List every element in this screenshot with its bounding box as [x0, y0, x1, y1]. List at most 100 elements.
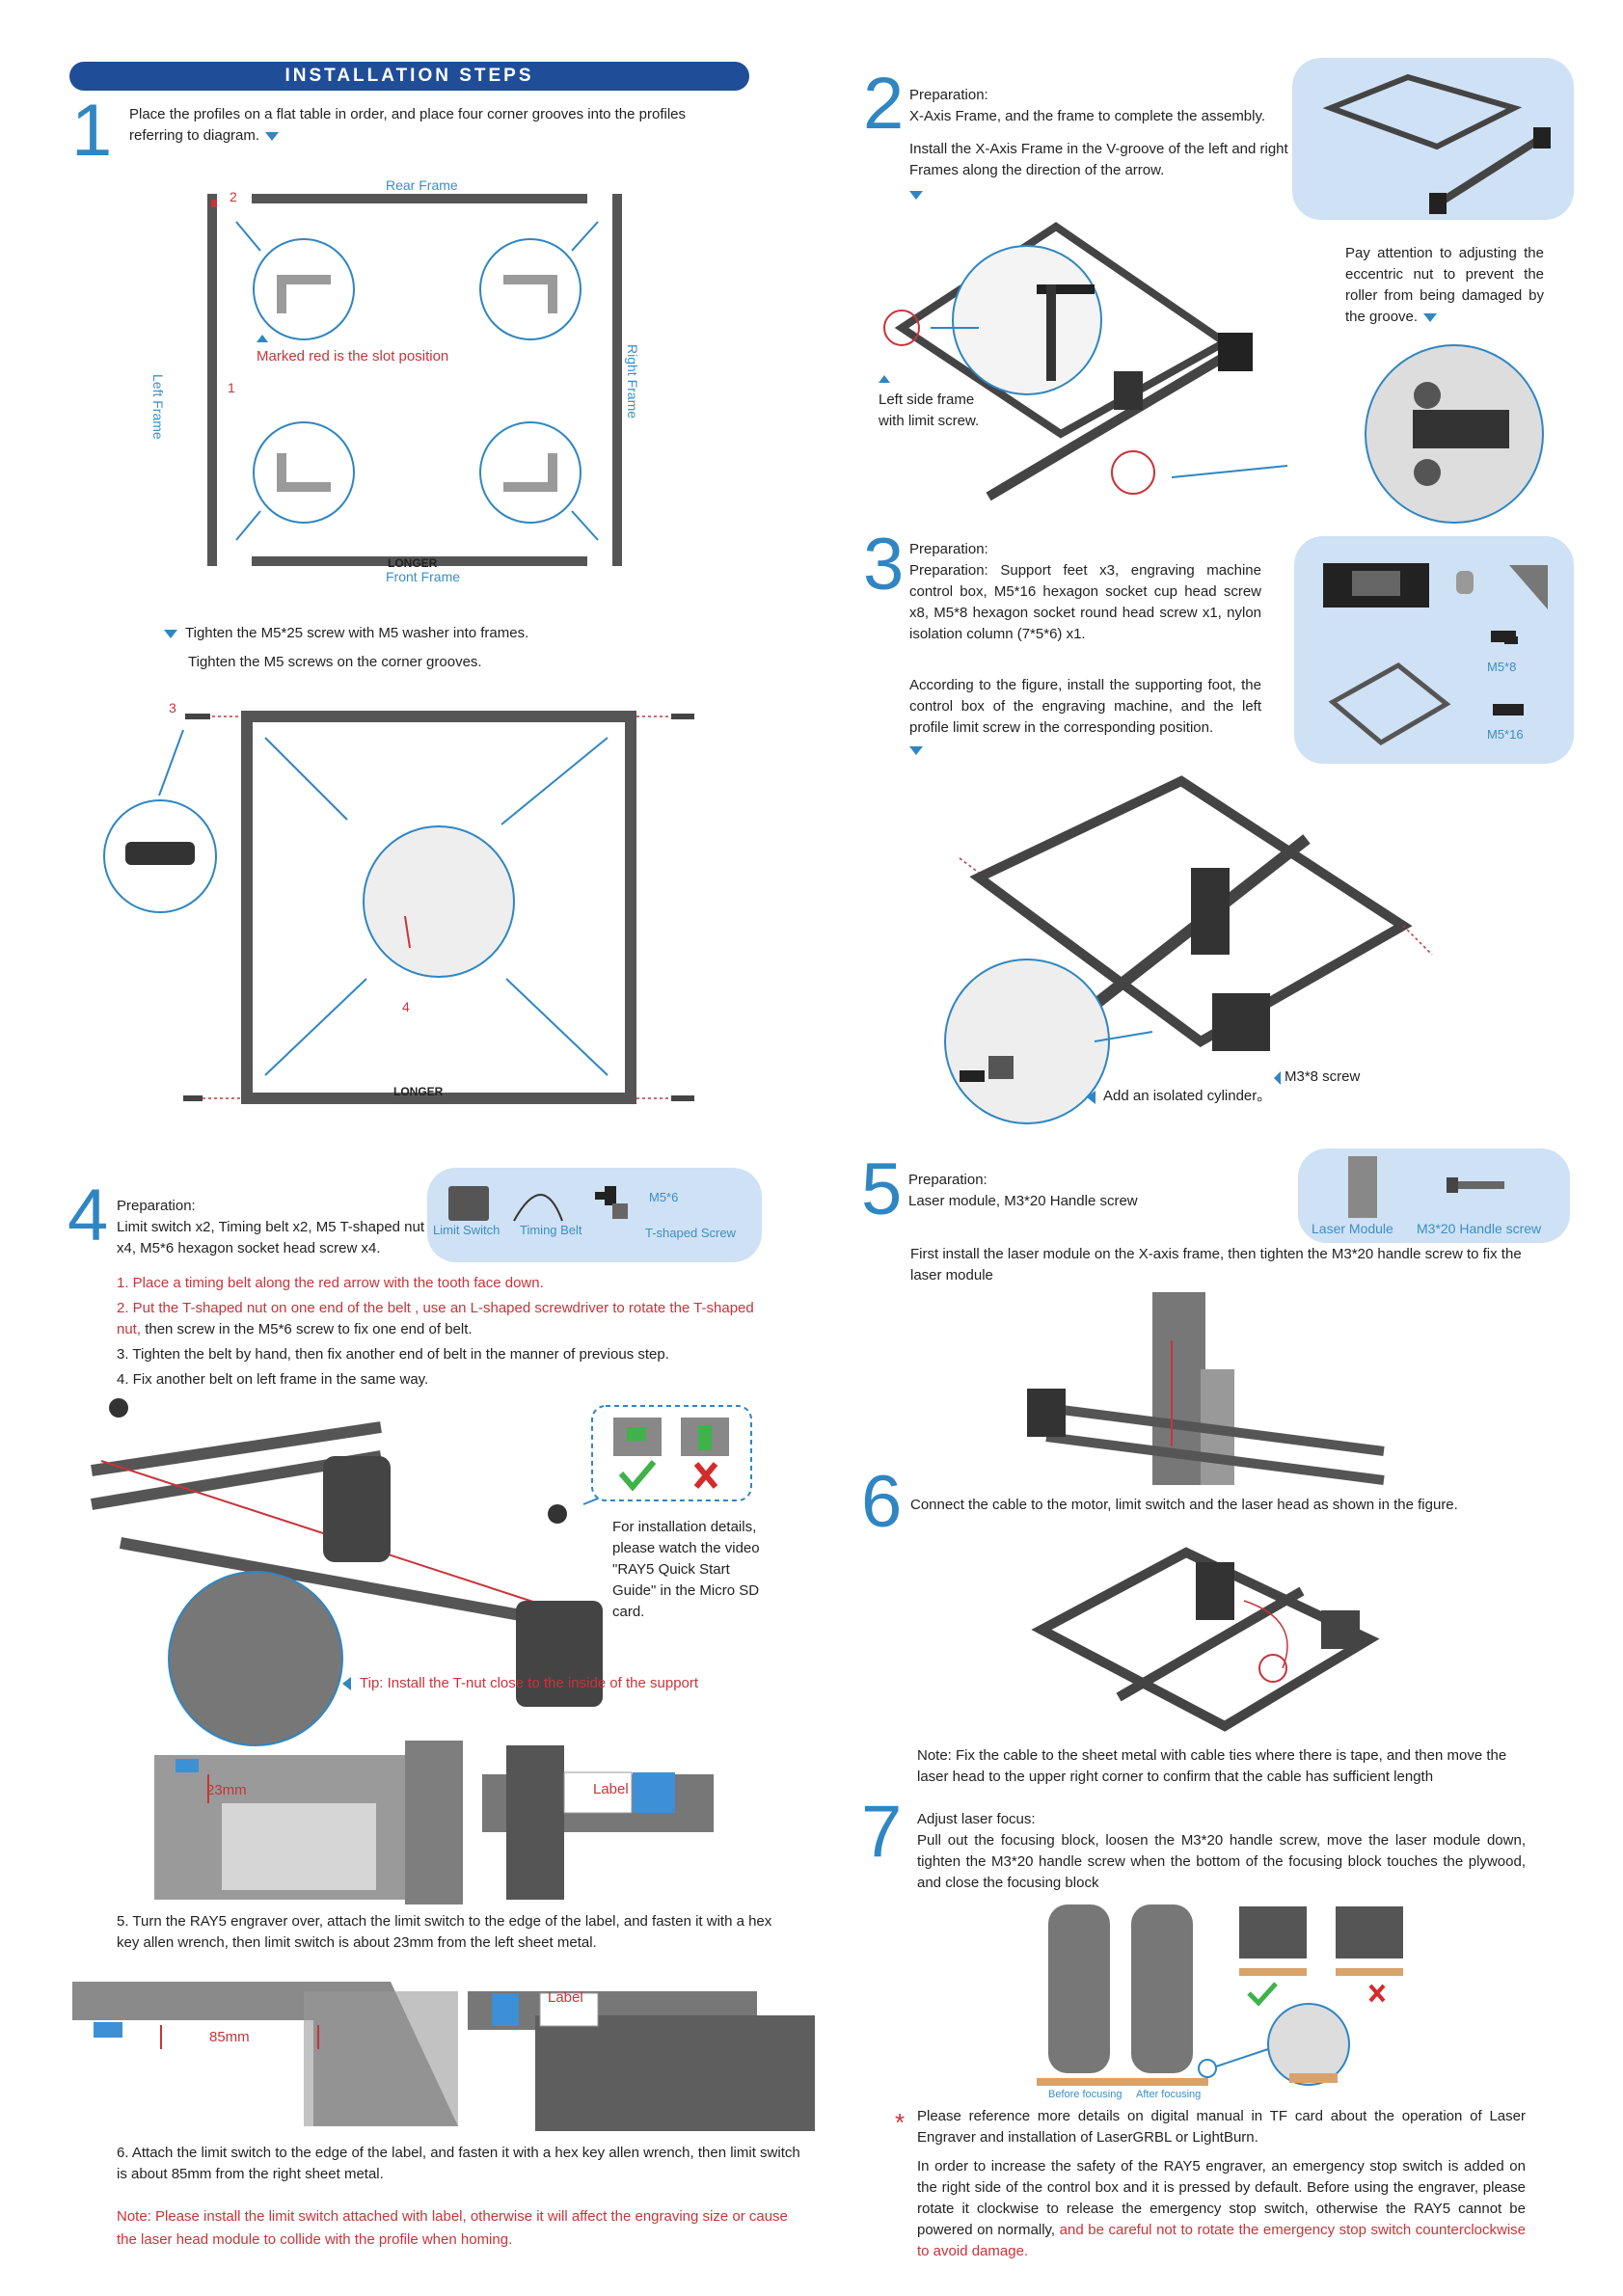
- rear-frame-bar: [252, 194, 587, 203]
- arrow-left-icon: [342, 1677, 351, 1690]
- brand-logo-text: LONGER: [388, 556, 438, 570]
- front-frame-label: Front Frame: [386, 569, 461, 584]
- brand-logo-text-2: LONGER: [393, 1085, 444, 1098]
- laser-module-label: Laser Module: [1312, 1221, 1393, 1236]
- tighten-text-1: Tighten the M5*25 screw with M5 washer i…: [185, 625, 529, 641]
- step-4-instruction-2-black: then screw in the M5*6 screw to fix one …: [141, 1321, 473, 1337]
- step-7-focus-diagram: [1037, 1904, 1403, 2086]
- eccentric-nut-note: Pay attention to adjusting the eccentric…: [1345, 243, 1544, 328]
- step-4-belt-diagram: [91, 1398, 633, 1746]
- step-1-assembled-frame-diagram: [103, 711, 694, 1104]
- step-5-parts-panel: [1298, 1148, 1570, 1243]
- video-guide-note: For installation details, please watch t…: [612, 1519, 760, 1620]
- step-1-text-content: Place the profiles on a flat table in or…: [129, 106, 687, 144]
- screw-number-4: 4: [402, 999, 410, 1014]
- step-3-install-text: According to the figure, install the sup…: [909, 677, 1261, 736]
- step-4-instruction-5: 5. Turn the RAY5 engraver over, attach t…: [117, 1913, 772, 1951]
- step-5-laser-diagram: [1027, 1292, 1385, 1485]
- rear-frame-label: Rear Frame: [386, 177, 458, 193]
- dimension-85mm: 85mm: [209, 2029, 250, 2045]
- eccentric-nut-note-text: Pay attention to adjusting the eccentric…: [1345, 245, 1544, 325]
- step-6-number: 6: [861, 1461, 903, 1543]
- cross-icon: [1368, 1984, 1386, 2003]
- arrow-down-icon: [909, 191, 923, 201]
- step-4-prep-text: Limit switch x2, Timing belt x2, M5 T-sh…: [117, 1219, 425, 1256]
- m5x8-label: M5*8: [1487, 660, 1517, 674]
- handle-screw-label: M3*20 Handle screw: [1417, 1221, 1542, 1236]
- after-focusing-label: After focusing: [1136, 2089, 1202, 2100]
- arrow-down-icon: [265, 131, 280, 141]
- arrow-down-icon: [909, 746, 923, 756]
- tighten-instruction-2: Tighten the M5 screws on the corner groo…: [188, 654, 482, 670]
- right-frame-bar: [612, 194, 622, 566]
- before-focusing-label: Before focusing: [1048, 2089, 1123, 2100]
- tighten-instruction-1: Tighten the M5*25 screw with M5 washer i…: [164, 623, 528, 644]
- step-4-instruction-6: 6. Attach the limit switch to the edge o…: [117, 2145, 800, 2182]
- step-2-prep-label: Preparation:: [909, 87, 988, 103]
- t-nut-tip: Tip: Install the T-nut close to the insi…: [360, 1675, 699, 1691]
- step-5-prep-text: Laser module, M3*20 Handle screw: [908, 1193, 1138, 1209]
- frame-number-2: 2: [230, 189, 237, 204]
- step-1-text: Place the profiles on a flat table in or…: [129, 104, 708, 147]
- step-2-assembly-diagram: [883, 222, 1544, 524]
- software-reference-note: Please reference more details on digital…: [917, 2108, 1526, 2146]
- screw-number-3: 3: [169, 700, 176, 716]
- label-tag-1: Label: [593, 1781, 629, 1797]
- step-2-install-text: Install the X-Axis Frame in the V-groove…: [909, 141, 1288, 178]
- step-2-parts-illustration: [1322, 73, 1551, 214]
- arrow-down-icon: [164, 629, 177, 638]
- step-6-cable-note: Note: Fix the cable to the sheet metal w…: [917, 1747, 1507, 1785]
- limit-switch-23mm-diagram: [154, 1741, 714, 1904]
- step-4-prep-label: Preparation:: [117, 1198, 196, 1214]
- step-2-number: 2: [863, 63, 905, 145]
- arrow-left-icon: [1087, 1091, 1096, 1104]
- step-3-parts-illustration: [1323, 563, 1548, 746]
- check-icon: [1247, 1982, 1278, 2007]
- warning-asterisk: *: [895, 2108, 906, 2137]
- left-frame-bar: [207, 194, 217, 566]
- arrow-left-icon: [1274, 1071, 1281, 1085]
- step-7-instruction: Pull out the focusing block, loosen the …: [917, 1832, 1526, 1891]
- step-1-frame-diagram: [207, 194, 622, 566]
- step-3-prep-label: Preparation:: [909, 541, 988, 557]
- step-5-parts-illustration: [1348, 1156, 1504, 1218]
- step-5-number: 5: [861, 1148, 903, 1230]
- step-4-instruction-4: 4. Fix another belt on left frame in the…: [117, 1371, 429, 1388]
- step-4-instruction-2-red: 2. Put the T-shaped nut on one end of th…: [117, 1300, 754, 1337]
- t-nut-comparison: [591, 1405, 752, 1501]
- step-3-assembly-diagram: [944, 775, 1433, 1124]
- arrow-up-icon: [879, 375, 890, 383]
- emergency-stop-text: In order to increase the safety of the R…: [917, 2158, 1526, 2238]
- m5x6-label: M5*6: [649, 1190, 679, 1204]
- marked-red-note: Marked red is the slot position: [257, 348, 449, 365]
- step-4-instruction-2: 2. Put the T-shaped nut on one end of th…: [117, 1298, 758, 1340]
- isolated-cylinder-note: Add an isolated cylinder。: [1103, 1088, 1272, 1104]
- check-icon: [618, 1460, 657, 1492]
- emergency-stop-note: In order to increase the safety of the R…: [917, 2156, 1526, 2262]
- step-4-number: 4: [68, 1175, 109, 1256]
- step-3-number: 3: [863, 524, 905, 606]
- dimension-23mm: 23mm: [206, 1782, 247, 1798]
- step-6-cable-diagram: [1031, 1547, 1380, 1732]
- section-banner: INSTALLATION STEPS: [69, 62, 749, 91]
- corner-groove-parts: [277, 275, 557, 492]
- step-5-prep-label: Preparation:: [908, 1172, 987, 1188]
- m3x8-screw-label: M3*8 screw: [1285, 1068, 1361, 1085]
- step-4-parts-icons: [448, 1186, 628, 1222]
- frame-number-1: 1: [228, 380, 235, 395]
- left-frame-label: Left Frame: [150, 374, 166, 440]
- step-4-instruction-1: 1. Place a timing belt along the red arr…: [117, 1275, 544, 1291]
- left-side-frame-note: Left side frame with limit screw.: [879, 392, 980, 429]
- step-7-number: 7: [861, 1791, 903, 1873]
- limit-switch-label: Limit Switch: [433, 1223, 500, 1237]
- step-7-adjust-label: Adjust laser focus:: [917, 1811, 1036, 1827]
- front-frame-bar: [252, 556, 587, 566]
- step-1-number: 1: [71, 90, 113, 172]
- arrow-up-icon: [257, 335, 268, 342]
- limit-switch-85mm-diagram: [72, 1982, 815, 2131]
- m5x16-label: M5*16: [1487, 727, 1524, 742]
- arrow-down-icon: [1423, 312, 1438, 322]
- step-4-instruction-3: 3. Tighten the belt by hand, then fix an…: [117, 1346, 669, 1363]
- corner-detail-circles: [235, 221, 599, 541]
- right-frame-label: Right Frame: [625, 344, 640, 419]
